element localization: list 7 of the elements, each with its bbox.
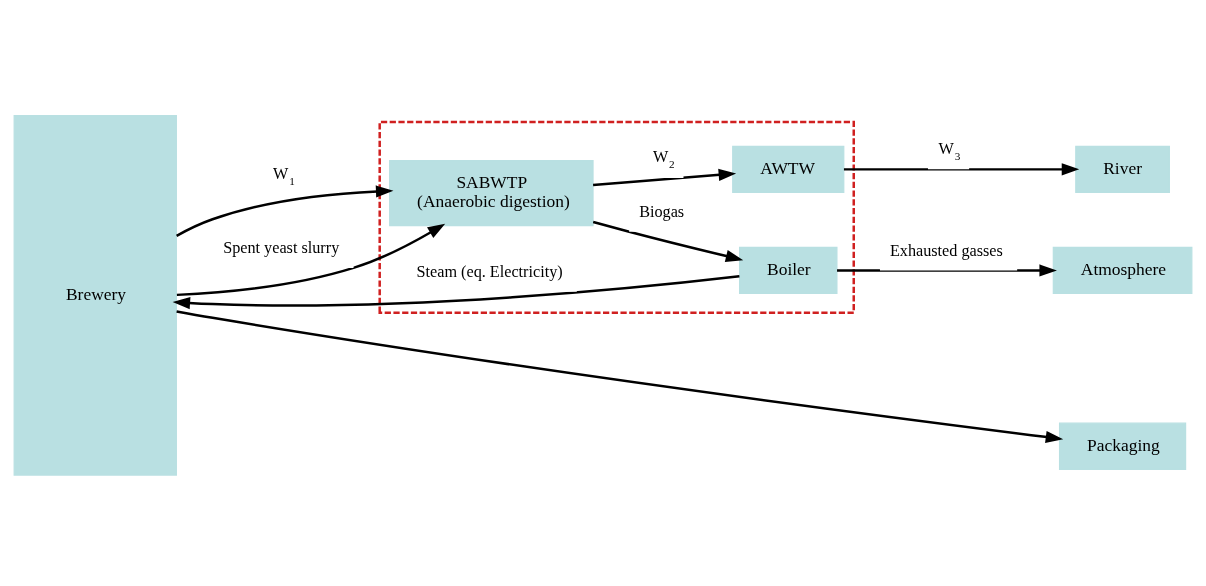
edge-label: Biogas <box>639 202 685 221</box>
edge-label: W$_{1}$ <box>273 164 295 187</box>
edge-label: W$_{3}$ <box>938 139 961 162</box>
edge-label: Exhausted gasses <box>889 241 1003 260</box>
edge-label: Steam (eq. Electricity) <box>416 262 563 281</box>
edge-label: Spent yeast slurry <box>223 238 340 257</box>
edge-label: W$_{2}$ <box>652 147 675 170</box>
